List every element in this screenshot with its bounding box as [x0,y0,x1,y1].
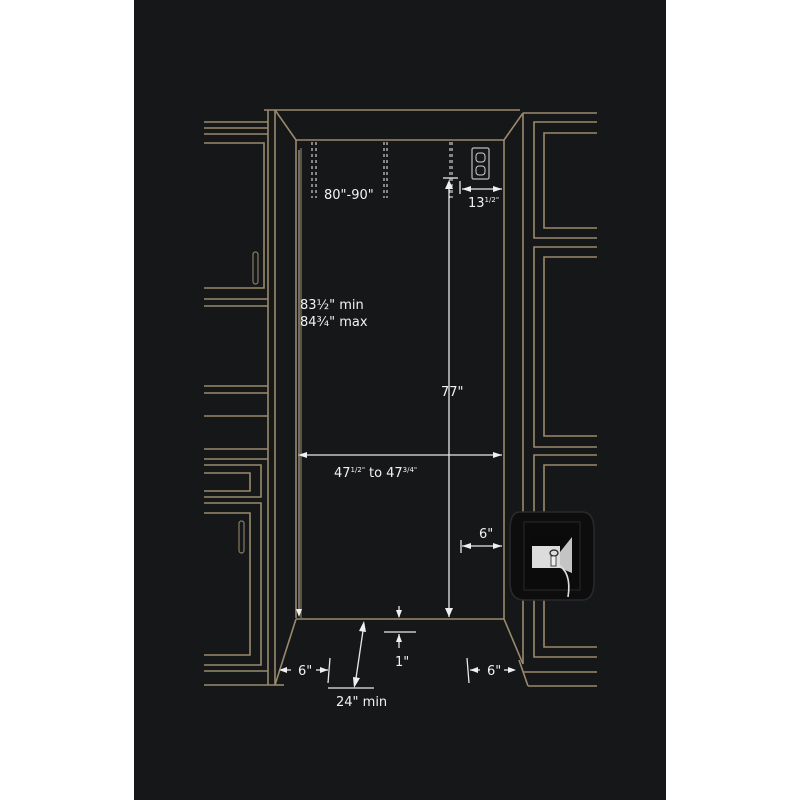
label-height-min: 83½" min [300,298,364,313]
label-floor-clearance: 1" [395,655,409,670]
dimension-water-line-offset [460,540,502,553]
label-opening-height-range: 80"-90" [324,188,374,203]
label-right-side-clearance: 6" [487,664,501,679]
label-left-side-clearance: 6" [298,664,312,679]
dimension-opening-width [298,452,502,458]
alcove-back-wall [296,139,504,620]
water-shutoff-valve-icon [509,511,595,601]
dimension-outlet-offset [459,181,502,194]
label-front-clearance: 24" min [336,695,387,710]
dimension-floor-clearance [384,606,416,648]
label-outlet-offset: 131/2" [468,196,499,211]
label-water-line-offset: 6" [479,527,493,542]
label-outlet-height: 77" [441,385,464,400]
left-cabinets [204,121,275,686]
dimension-outlet-height [443,177,458,617]
left-side-panel [264,109,520,686]
dimension-right-side-clearance [466,657,516,684]
dimension-opening-height [296,150,302,617]
dimension-front-clearance [328,621,374,689]
label-height-max: 84¾" max [300,315,368,330]
dimension-left-side-clearance [279,657,331,684]
electrical-outlet-icon [471,147,490,180]
right-cabinets [518,121,597,687]
